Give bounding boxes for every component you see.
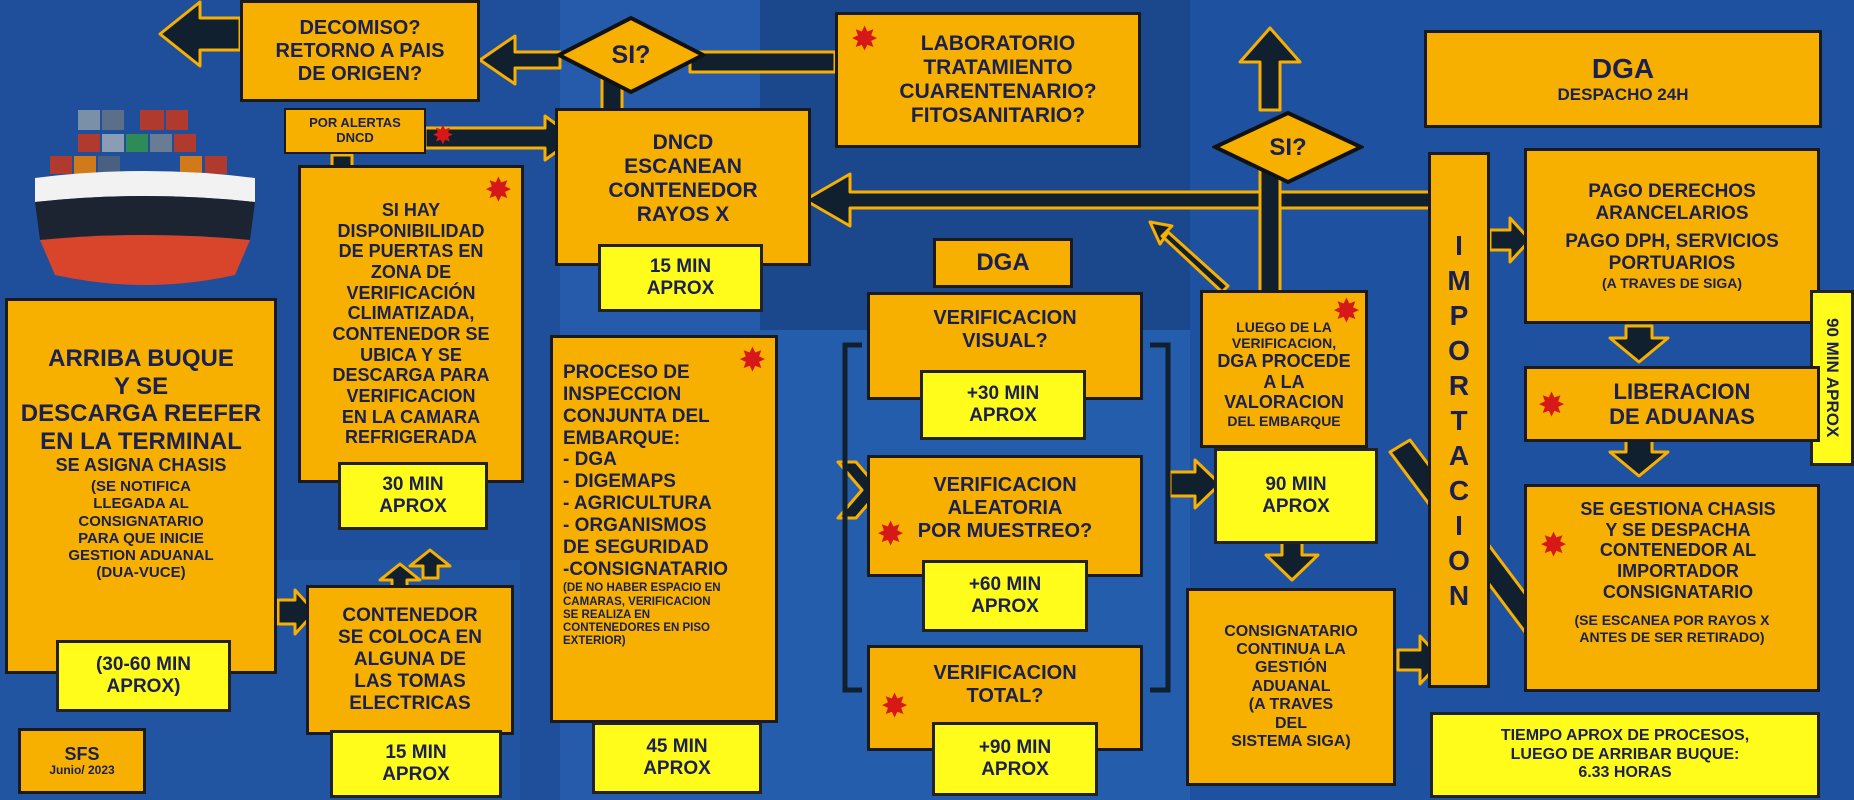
arrow-icon (408, 548, 452, 580)
proceso-time-box: 45 MIN APROX (592, 722, 762, 794)
aleatoria-label: VERIFICACION ALEATORIA POR MUESTREO? (917, 474, 1093, 542)
arriba-sub: (SE NOTIFICA LLEGADA AL CONSIGNATARIO PA… (68, 478, 214, 582)
decision-si-right-label: SI? (1269, 133, 1307, 161)
arrow-icon (803, 172, 1432, 228)
arrow-icon (1238, 26, 1302, 112)
star-icon: ✸ (852, 23, 878, 56)
dga-title: DGA (1591, 53, 1655, 85)
liberacion-box: ✸ LIBERACION DE ADUANAS (1524, 366, 1820, 442)
pago-box: PAGO DERECHOS ARANCELARIOS PAGO DPH, SER… (1524, 148, 1820, 324)
proceso-box: ✸ PROCESO DE INSPECCION CONJUNTA DEL EMB… (550, 335, 778, 723)
total-label: VERIFICACION TOTAL? (933, 662, 1077, 707)
importacion-box: I M P O R T A C I O N (1428, 152, 1490, 688)
star-icon: ✸ (432, 120, 454, 150)
arrow-icon (1608, 438, 1670, 478)
puertas-box: ✸ SI HAY DISPONIBILIDAD DE PUERTAS EN ZO… (298, 165, 524, 483)
luego-a: LUEGO DE LA VERIFICACION, (1231, 318, 1337, 351)
star-icon: ✸ (739, 344, 765, 377)
star-icon: ✸ (1539, 389, 1565, 422)
ninety-side-label: 90 MIN APROX (1822, 318, 1842, 438)
arriba-chasis: SE ASIGNA CHASIS (55, 455, 227, 476)
luego-time-box: 90 MIN APROX (1214, 448, 1378, 544)
sfs-label: SFS (64, 743, 100, 764)
decision-si-left (556, 15, 706, 95)
decision-si-left-label: SI? (611, 40, 651, 69)
contenedor-box: CONTENEDOR SE COLOCA EN ALGUNA DE LAS TO… (306, 585, 514, 735)
pago-a: PAGO DERECHOS ARANCELARIOS (1588, 181, 1756, 225)
luego-c: DEL EMBARQUE (1227, 413, 1341, 430)
laboratorio-label: LABORATORIO TRATAMIENTO CUARENTENARIO? F… (899, 31, 1097, 128)
arrow-icon (276, 588, 317, 636)
gestiona-box: ✸ SE GESTIONA CHASIS Y SE DESPACHA CONTE… (1524, 484, 1820, 692)
arriba-box: ARRIBA BUQUE Y SE DESCARGA REEFER EN LA … (5, 298, 277, 674)
luego-box: ✸ LUEGO DE LA VERIFICACION, DGA PROCEDE … (1200, 290, 1368, 448)
dga-despacho-box: DGA DESPACHO 24H (1424, 30, 1822, 128)
total-time-box: +90 MIN APROX (932, 722, 1098, 796)
decision-si-right (1212, 110, 1364, 185)
aleatoria-time-box: +60 MIN APROX (922, 560, 1088, 632)
star-icon: ✸ (1541, 529, 1567, 562)
luego-b: DGA PROCEDE A LA VALORACION (1217, 351, 1351, 413)
laboratorio-box: ✸ LABORATORIO TRATAMIENTO CUARENTENARIO?… (835, 12, 1141, 148)
decomiso-box: DECOMISO? RETORNO A PAIS DE ORIGEN? (240, 0, 480, 102)
sfs-date: Junio/ 2023 (49, 763, 115, 778)
star-icon: ✸ (485, 174, 511, 207)
star-icon: ✸ (878, 518, 904, 551)
contenedor-time-box: 15 MIN APROX (330, 730, 502, 798)
ship-icon (35, 110, 255, 285)
dga-subtitle: DESPACHO 24H (1557, 85, 1689, 105)
arriba-main: ARRIBA BUQUE Y SE DESCARGA REEFER EN LA … (20, 345, 262, 455)
arrow-icon (478, 34, 562, 86)
arrow-icon (158, 0, 242, 68)
arrow-icon (1148, 220, 1230, 294)
liberacion-label: LIBERACION DE ADUANAS (1609, 378, 1755, 429)
arriba-time-box: (30-60 MIN APROX) (56, 640, 231, 712)
aleatoria-box: ✸ VERIFICACION ALEATORIA POR MUESTREO? (867, 455, 1143, 577)
pago-c: (A TRAVES DE SIGA) (1601, 274, 1742, 291)
visual-time-box: +30 MIN APROX (920, 370, 1086, 440)
arrow-icon (1608, 324, 1670, 364)
dncd-box: DNCD ESCANEAN CONTENEDOR RAYOS X (555, 108, 811, 266)
tiempo-box: TIEMPO APROX DE PROCESOS, LUEGO DE ARRIB… (1430, 712, 1820, 798)
arrow-icon (1488, 216, 1532, 264)
arrow-icon (1168, 458, 1222, 510)
pago-b: PAGO DPH, SERVICIOS PORTUARIOS (1565, 230, 1779, 274)
puertas-time-box: 30 MIN APROX (338, 462, 488, 530)
arrow-icon (1264, 540, 1320, 582)
alertas-box: POR ALERTAS DNCD (284, 108, 426, 154)
puertas-label: SI HAY DISPONIBILIDAD DE PUERTAS EN ZONA… (332, 199, 490, 448)
star-icon: ✸ (882, 690, 908, 723)
gestiona-label: SE GESTIONA CHASIS Y SE DESPACHA CONTENE… (1580, 499, 1776, 602)
gestiona-note: (SE ESCANEA POR RAYOS X ANTES DE SER RET… (1574, 612, 1770, 645)
proceso-note: (DE NO HABER ESPACIO EN CAMARAS, VERIFIC… (563, 582, 721, 648)
consignatario-box: CONSIGNATARIO CONTINUA LA GESTIÓN ADUANA… (1186, 588, 1396, 786)
proceso-main: PROCESO DE INSPECCION CONJUNTA DEL EMBAR… (563, 362, 729, 580)
dga-mid-box: DGA (933, 238, 1073, 288)
arrow-icon (688, 50, 837, 74)
dncd-time-box: 15 MIN APROX (598, 244, 763, 312)
star-icon: ✸ (1333, 295, 1359, 328)
sfs-box: SFS Junio/ 2023 (18, 728, 146, 794)
